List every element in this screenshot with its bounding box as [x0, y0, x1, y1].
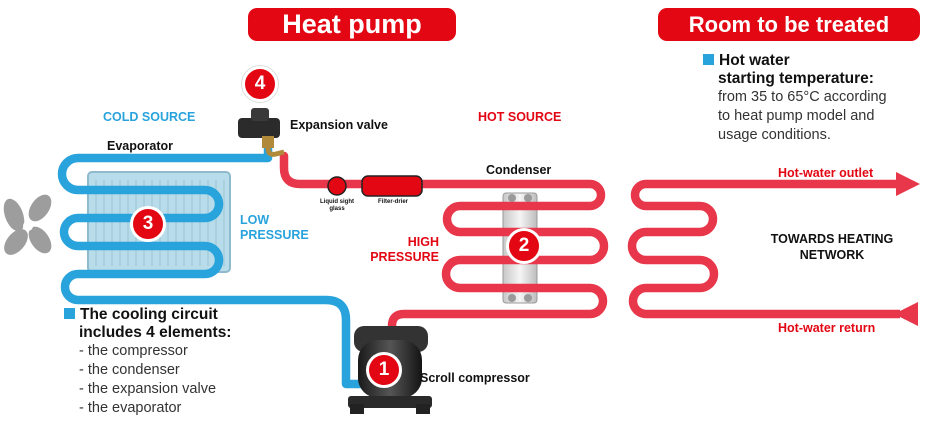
filter-drier-label: Filter-drier: [377, 199, 408, 205]
high-pressure-label: HIGH PRESSURE: [370, 235, 439, 264]
hot-water-pipe: [627, 179, 900, 319]
return-arrow-icon: [894, 302, 918, 326]
hot-water-info: Hot water starting temperature: from 35 …: [703, 52, 928, 145]
sight-glass-label: Liquid sight glass: [320, 199, 354, 212]
low-pressure-label: LOW PRESSURE: [240, 213, 309, 242]
badge-evaporator: 3: [130, 206, 166, 242]
badge-compressor: 1: [366, 352, 402, 388]
outlet-arrow-icon: [896, 172, 920, 196]
hot-water-subtitle: starting temperature:: [718, 70, 874, 87]
expansion-valve-icon: [238, 108, 285, 157]
hot-source-label: HOT SOURCE: [478, 110, 562, 124]
condenser-label: Condenser: [486, 163, 552, 177]
hot-water-body-line: usage conditions.: [718, 127, 831, 143]
hot-water-outlet-label: Hot-water outlet: [778, 166, 874, 180]
hot-water-body-line: to heat pump model and: [718, 108, 875, 124]
hot-water-body-line: from 35 to 65°C according: [718, 89, 887, 105]
cooling-subtitle: includes 4 elements:: [79, 324, 232, 341]
cooling-list-item: - the condenser: [79, 362, 180, 378]
cold-source-label: COLD SOURCE: [103, 110, 196, 124]
hot-water-title: Hot water: [703, 52, 928, 70]
hot-water-return-label: Hot-water return: [778, 321, 876, 335]
low-pressure-pipe: [57, 141, 377, 389]
cooling-list-item: - the evaporator: [79, 400, 182, 416]
towards-heating-label: TOWARDS HEATING NETWORK: [770, 232, 894, 262]
filter-drier-icon: [361, 175, 423, 197]
cooling-list-item: - the expansion valve: [79, 381, 217, 397]
bullet-square-icon: [703, 54, 714, 65]
fan-icon: [3, 194, 52, 255]
heat-pump-banner: Heat pump: [248, 8, 456, 41]
bullet-square-icon: [64, 308, 75, 319]
sight-glass-icon: [327, 176, 347, 196]
cooling-title: The cooling circuit: [64, 306, 324, 324]
badge-condenser: 2: [506, 228, 542, 264]
room-banner: Room to be treated: [658, 8, 920, 41]
cooling-circuit-info: The cooling circuit includes 4 elements:…: [64, 306, 324, 418]
badge-valve: 4: [242, 66, 278, 102]
high-pressure-pipe: [279, 151, 609, 373]
expansion-valve-label: Expansion valve: [290, 118, 388, 132]
cooling-list-item: - the compressor: [79, 343, 188, 359]
scroll-compressor-label: Scroll compressor: [420, 371, 530, 385]
evaporator-label: Evaporator: [107, 139, 173, 153]
